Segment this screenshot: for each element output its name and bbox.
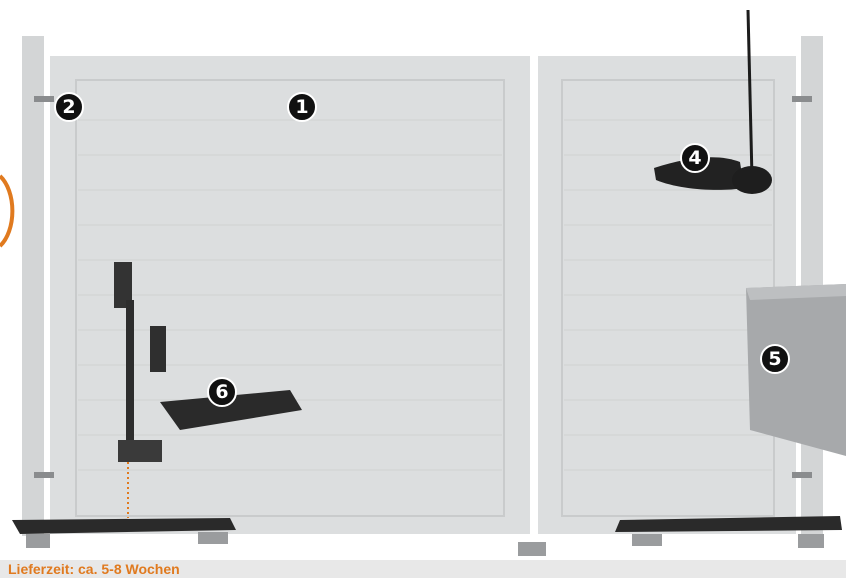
orange-arc	[0, 176, 12, 246]
control-box-icon	[746, 284, 846, 456]
left-post	[22, 36, 44, 536]
callout-1-badge: 1	[287, 92, 317, 122]
delivery-time-text: Lieferzeit: ca. 5-8 Wochen	[0, 560, 846, 578]
callout-6-badge: 6	[207, 377, 237, 407]
callout-2-badge: 2	[54, 92, 84, 122]
callout-5-badge: 5	[760, 344, 790, 374]
callout-4-badge: 4	[680, 143, 710, 173]
